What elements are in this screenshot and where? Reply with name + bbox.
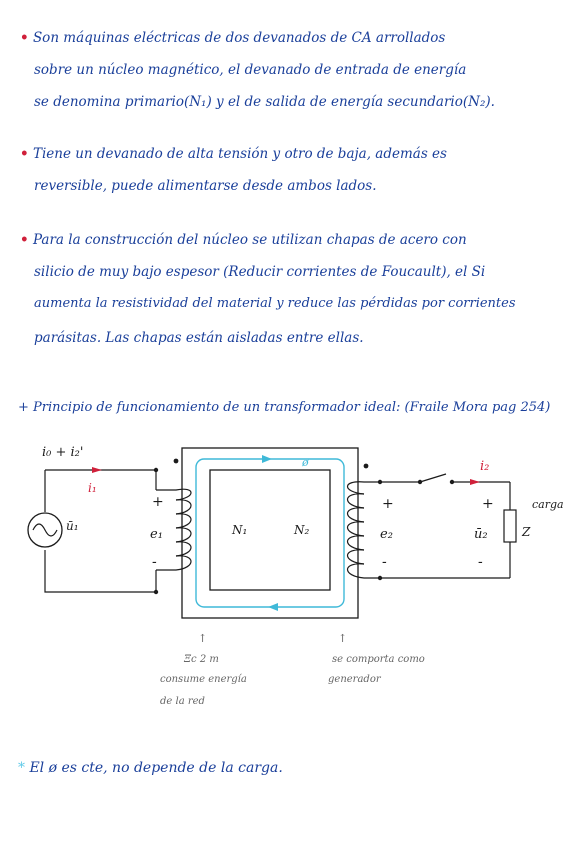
flux-arrow-top-icon <box>262 455 272 463</box>
flux-arrow-bottom-icon <box>268 603 278 611</box>
star-marker: * <box>18 760 25 776</box>
footer-note: * El ø es cte, no depende de la carga. <box>18 760 283 776</box>
label-u2: ū₂ <box>474 527 488 542</box>
paragraph-2-line-1: • Tiene un devanado de alta tensión y ot… <box>20 146 447 162</box>
paragraph-3-line-4: parásitas. Las chapas están aisladas ent… <box>34 330 364 346</box>
label-n1: N₁ <box>231 523 247 537</box>
up-arrow-left: ↑ <box>198 632 207 645</box>
principle-heading: + Principio de funcionamiento de un tran… <box>18 400 550 415</box>
note-right-line-2: generador <box>328 674 382 685</box>
note-left-line-1: Ξc 2 m <box>183 654 219 665</box>
plus-sign-u2: + <box>482 496 494 512</box>
paragraph-1-line-1: • Son máquinas eléctricas de dos devanad… <box>20 30 445 46</box>
label-i1: i₁ <box>88 481 97 495</box>
magnetic-core <box>181 447 359 619</box>
minus-sign-e1: - <box>152 554 157 570</box>
note-right-line-1: se comporta como <box>332 654 425 665</box>
label-z: Z <box>521 525 531 539</box>
paragraph-2-line-2: reversible, puede alimentarse desde ambo… <box>34 178 377 194</box>
paragraph-text: Para la construcción del núcleo se utili… <box>32 232 467 248</box>
footer-text: El ø es cte, no depende de la carga. <box>29 760 283 776</box>
plus-marker: + <box>18 400 29 415</box>
bullet-marker: • <box>20 232 29 248</box>
secondary-circuit-wires <box>380 473 511 579</box>
bullet-marker: • <box>20 146 29 162</box>
plus-sign-e2: + <box>382 496 394 512</box>
paragraph-3-line-2: silicio de muy bajo espesor (Reducir cor… <box>34 264 486 280</box>
minus-sign-u2: - <box>478 554 483 570</box>
primary-winding <box>156 488 192 571</box>
flux-path <box>195 458 345 608</box>
terminals <box>153 458 455 595</box>
plus-sign-e1: + <box>152 494 164 510</box>
label-i2: i₂ <box>480 459 489 474</box>
transformer-diagram: ø <box>27 445 564 707</box>
paragraph-3-line-3: aumenta la resistividad del material y r… <box>34 296 516 311</box>
paragraph-1-line-3: se denomina primario(N₁) y el de salida … <box>34 94 495 110</box>
flux-label: ø <box>301 456 309 469</box>
label-u1: ū₁ <box>66 519 79 533</box>
minus-sign-e2: - <box>382 554 387 570</box>
label-carga: carga <box>532 498 564 511</box>
label-e2: e₂ <box>380 527 393 542</box>
label-io: i₀ + i₂' <box>42 445 83 460</box>
ac-source-icon <box>27 512 63 548</box>
bullet-marker: • <box>20 30 29 46</box>
current-arrow-primary-icon <box>92 467 102 473</box>
principle-text: Principio de funcionamiento de un transf… <box>33 400 551 415</box>
label-e1: e₁ <box>150 527 163 542</box>
paragraph-1-line-2: sobre un núcleo magnético, el devanado d… <box>34 62 467 78</box>
secondary-winding <box>346 481 380 579</box>
paragraph-3-line-1: • Para la construcción del núcleo se uti… <box>20 232 467 248</box>
current-arrow-secondary-icon <box>470 479 480 485</box>
label-n2: N₂ <box>293 523 310 537</box>
note-left-line-2: consume energía <box>160 674 247 685</box>
paragraph-text: Tiene un devanado de alta tensión y otro… <box>32 146 447 162</box>
note-left-line-3: de la red <box>160 696 205 707</box>
paragraph-text: Son máquinas eléctricas de dos devanados… <box>32 30 446 46</box>
load-impedance-icon <box>503 509 517 543</box>
up-arrow-right: ↑ <box>338 632 347 645</box>
